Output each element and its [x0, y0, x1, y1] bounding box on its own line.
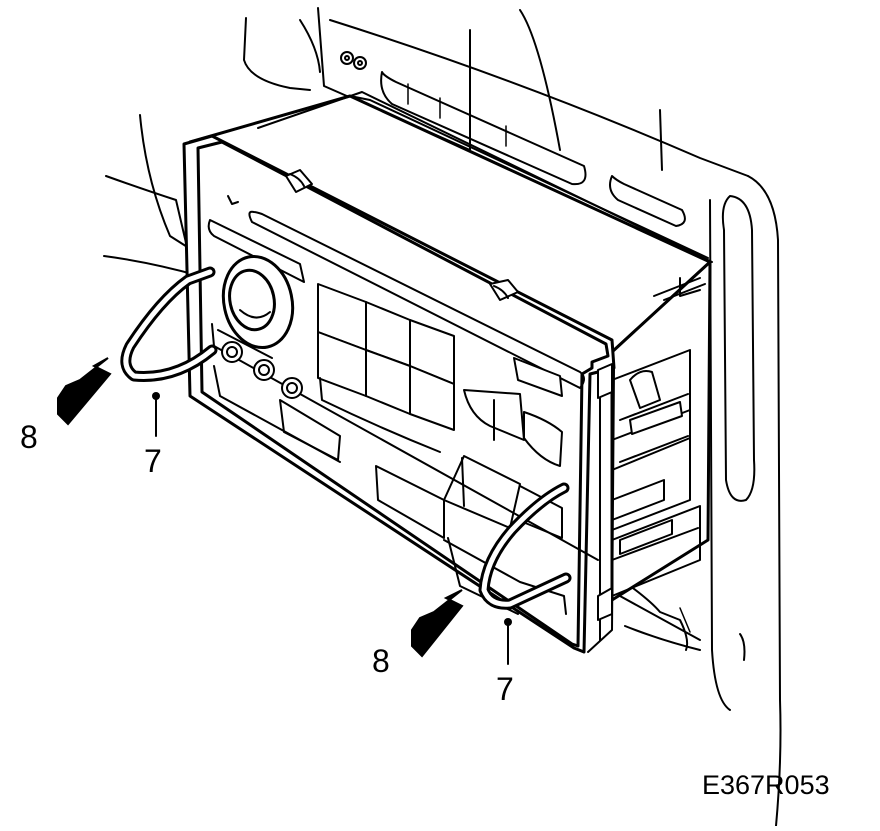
callout-label-8-right: 8 — [372, 643, 390, 679]
figure-code: E367R053 — [702, 770, 830, 800]
removal-tool-right — [478, 482, 572, 610]
dashboard-background — [103, 7, 782, 827]
radio-faceplate — [182, 134, 616, 654]
removal-tool-left — [120, 266, 218, 382]
radio-chassis — [188, 91, 713, 602]
leader-line-left — [152, 392, 160, 437]
pull-arrow-left — [57, 357, 112, 426]
callout-label-7-left: 7 — [144, 443, 162, 479]
leader-line-right — [504, 618, 512, 665]
callout-label-8-left: 8 — [20, 419, 38, 455]
pull-arrow-right — [411, 589, 464, 658]
callout-label-7-right: 7 — [496, 671, 514, 707]
